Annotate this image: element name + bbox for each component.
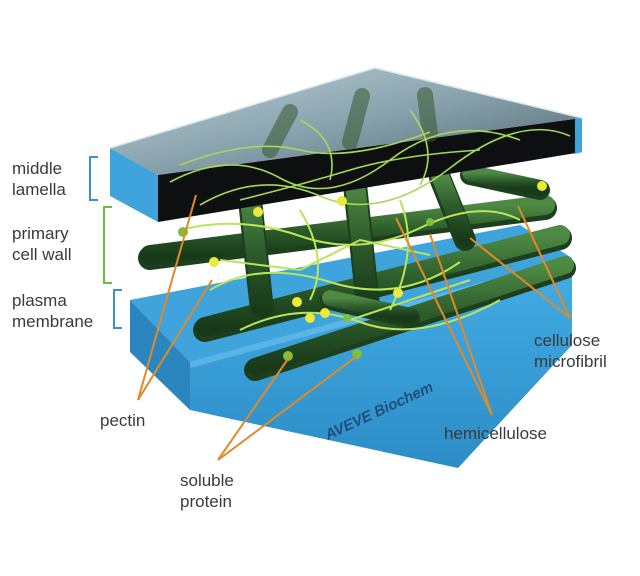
cellulose-leader-1 <box>517 205 571 319</box>
cellulose-microfibrils <box>138 165 576 381</box>
label-middle-lamella: middle lamella <box>12 159 66 199</box>
pectin-leader-1 <box>137 194 197 401</box>
label-pectin: pectin <box>100 411 146 430</box>
middle-lamella-slab <box>109 67 583 222</box>
hemicellulose-leader-2 <box>429 233 493 416</box>
label-cellulose-microfibril: cellulose microfibril <box>534 331 607 371</box>
hemicellulose-leader-1 <box>395 217 493 416</box>
layer-brackets <box>89 156 122 329</box>
soluble-protein-leader-2 <box>217 355 358 461</box>
soluble-protein-leader-1 <box>217 355 291 461</box>
pectin-leader-2 <box>137 279 213 401</box>
label-soluble-protein: soluble protein <box>180 471 234 511</box>
middle-lamella-bracket <box>89 156 98 201</box>
plasma-membrane-bracket <box>113 289 122 329</box>
label-hemicellulose: hemicellulose <box>444 424 547 443</box>
leader-lines <box>137 194 571 461</box>
hemicellulose-strands <box>179 199 521 331</box>
primary-cell-wall-bracket <box>103 206 112 284</box>
cellulose-leader-2 <box>469 237 571 319</box>
label-plasma-membrane: plasma membrane <box>12 291 94 331</box>
label-primary-cell-wall: primary cell wall <box>12 224 72 264</box>
